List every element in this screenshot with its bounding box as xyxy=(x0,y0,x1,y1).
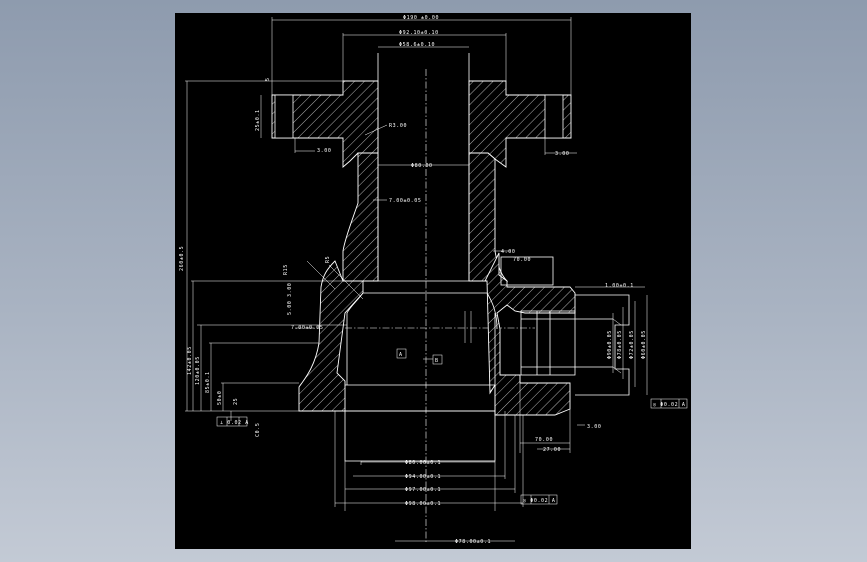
dim-col-3: 85±0.1 xyxy=(205,371,211,393)
dim-mid-left-3: 3.00 xyxy=(287,283,293,297)
dim-flange-offset: 5 xyxy=(265,77,271,81)
bolt-hole-right xyxy=(544,94,564,139)
dim-bot-3: Φ97.00±0.1 xyxy=(405,487,441,493)
dim-br-1: 70.00 xyxy=(535,437,553,443)
dim-right-1: Φ90±0.05 xyxy=(607,330,613,359)
port-chamfer-bottom xyxy=(612,366,622,374)
tol-frame-left xyxy=(216,416,248,427)
dim-bot-1: Φ80.00±0.1 xyxy=(405,460,441,466)
bottom-spigot xyxy=(344,410,496,462)
bolt-hole-left xyxy=(274,94,294,139)
dim-top-inner: Φ58.6±0.10 xyxy=(399,42,435,48)
port-boss-box xyxy=(500,256,554,286)
tol-bottom-text: ◎ Φ0.02 A xyxy=(523,498,556,504)
radius-leader-1 xyxy=(306,260,336,290)
dim-flange-thk: 25±0.1 xyxy=(255,109,261,131)
dim-mid-left-2: R5 xyxy=(325,256,331,263)
neck-section-left xyxy=(342,152,379,282)
datum-a-box xyxy=(396,348,407,359)
body-section-right xyxy=(484,252,576,416)
port-outer xyxy=(575,294,630,396)
dim-right-step: 4.00 xyxy=(501,249,515,255)
dim-col-2: 120±0.05 xyxy=(195,356,201,385)
dim-mid-left-1: R15 xyxy=(283,264,289,275)
dim-col-1: 142±0.05 xyxy=(187,346,193,375)
dim-right-small: 1.00±0.1 xyxy=(605,283,634,289)
tol-left-text: ⊥ 0.02 A xyxy=(220,420,249,426)
dim-right-4: Φ60±0.05 xyxy=(641,330,647,359)
dim-mid-left-4: 5.00 xyxy=(287,301,293,315)
chamber-fillet-left xyxy=(346,292,364,314)
tol-frame-right xyxy=(650,398,688,409)
fillet-leader xyxy=(364,124,388,136)
dim-right-3: Φ72±0.05 xyxy=(629,330,635,359)
dim-bot-4: Φ98.00±0.1 xyxy=(405,501,441,507)
dim-right-2: Φ78±0.05 xyxy=(617,330,623,359)
dim-taper: 7.00±0.05 xyxy=(389,198,422,204)
tol-frame-bottom xyxy=(520,494,558,505)
dim-chamfer: C0.5 xyxy=(255,423,261,437)
side-port-outline xyxy=(520,310,576,376)
dim-col-4: 50±0 xyxy=(217,391,223,405)
dim-step-right: 3.00 xyxy=(555,151,569,157)
dim-br-3: 27.00 xyxy=(543,447,561,453)
dim-step-left: 3.00 xyxy=(317,148,331,154)
dim-bot-5: Φ78.00±0.1 xyxy=(455,539,491,545)
dim-left-height: 260±0.5 xyxy=(179,246,185,271)
dim-bot-2: Φ94.00±0.1 xyxy=(405,474,441,480)
body-section-left xyxy=(298,260,364,412)
cad-viewport[interactable]: Φ190 ±0.00 Φ92.10±0.10 Φ58.6±0.10 260±0.… xyxy=(175,13,691,549)
dim-col-5: 25 xyxy=(233,398,239,405)
dim-top-overall: Φ190 ±0.00 xyxy=(403,15,439,21)
tol-right-text: ◎ Φ0.02 A xyxy=(653,402,686,408)
radius-leader-2 xyxy=(328,264,364,300)
datum-a: A xyxy=(399,352,403,358)
chamber-fillet-right xyxy=(486,292,498,330)
dim-top-mid: Φ92.10±0.10 xyxy=(399,30,439,36)
port-chamfer-top xyxy=(612,318,622,326)
technical-drawing: Φ190 ±0.00 Φ92.10±0.10 Φ58.6±0.10 260±0.… xyxy=(179,15,688,545)
datum-b-box xyxy=(432,354,443,365)
dim-right-box: 70.00 xyxy=(513,257,531,263)
dim-br-2: 3.00 xyxy=(587,424,601,430)
dim-fillet: R3.00 xyxy=(389,123,407,129)
dim-center-note: 7.00±0.05 xyxy=(291,325,324,331)
datum-b: B xyxy=(435,358,439,364)
dim-neck: Φ80.00 xyxy=(411,163,433,169)
